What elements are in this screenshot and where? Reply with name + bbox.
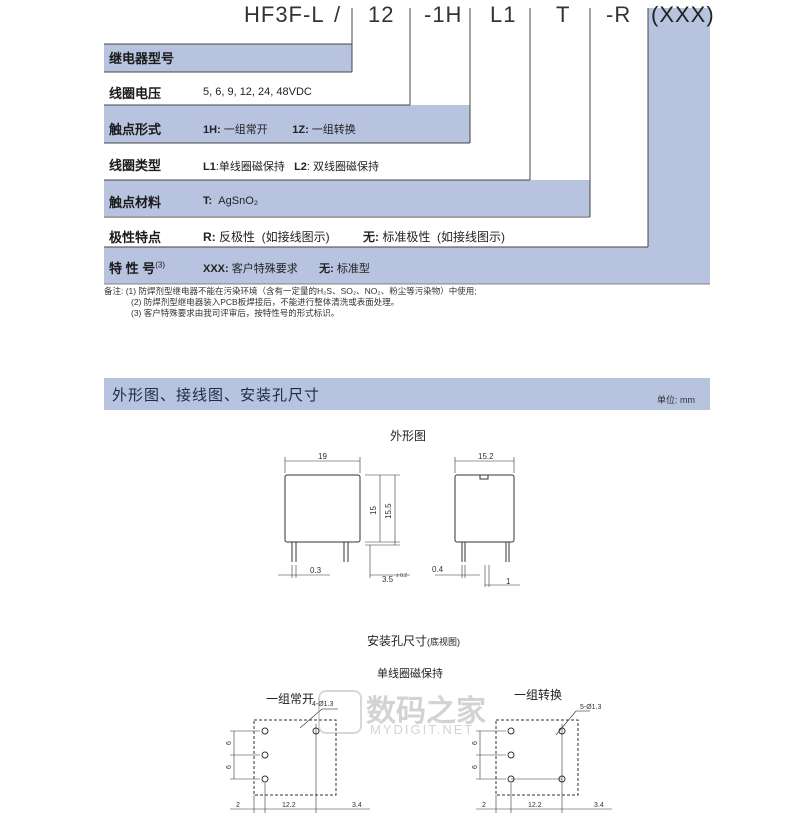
outline-caption: 外形图	[390, 429, 427, 443]
dim-a-122: 12.2	[282, 802, 296, 809]
mounting-caption: 安装孔尺寸(底视图)	[367, 634, 461, 648]
side-body	[454, 474, 515, 543]
code-part-model: HF3F-L	[244, 2, 325, 27]
dim-a-2: 2	[236, 802, 240, 809]
dim-h15: 15	[369, 506, 378, 515]
dim-c-6-bottom: 6	[472, 765, 479, 769]
dim-c-2: 2	[482, 802, 486, 809]
row-value-voltage: 5, 6, 9, 12, 24, 48VDC	[203, 86, 312, 98]
section-bar	[104, 378, 710, 410]
form-a-caption: 一组常开	[266, 692, 315, 706]
dim-pin04: 0.4	[432, 565, 444, 574]
code-part-contact: -1H	[424, 2, 463, 27]
row-value-polarity: R: 反极性 (如接线图示) 无: 标准极性 (如接线图示)	[203, 230, 506, 244]
dim-a-6-bottom: 6	[226, 765, 233, 769]
dim-front-width: 19	[318, 452, 327, 461]
row-label-coil-type: 线圈类型	[109, 158, 162, 173]
note-2: (2) 防焊剂型继电器装入PCB板焊接后，不能进行整体清洗或表面处理。	[131, 297, 400, 307]
dim-a-34: 3.4	[352, 802, 362, 809]
single-coil-caption: 单线圈磁保持	[377, 668, 443, 680]
dim-c-34: 3.4	[594, 802, 604, 809]
dim-pin35: 3.5	[382, 575, 394, 584]
front-body	[284, 474, 361, 543]
code-part-voltage: 12	[368, 2, 395, 27]
code-part-material: T	[556, 2, 571, 27]
watermark-en: MYDIGIT.NET	[370, 722, 475, 737]
dim-h155: 15.5	[384, 503, 393, 519]
outline-drawing: 19 15.2 15 15.5 0.3 3.5 ± 0.2 0.4 1	[278, 452, 520, 587]
ordering-code-diagram	[104, 8, 710, 285]
row-label-special: 特 性 号(3)	[109, 260, 166, 276]
code-part-polarity: -R	[606, 2, 632, 27]
dim-c-6-top: 6	[472, 741, 479, 745]
form-a-outline	[253, 719, 337, 796]
dim-side-width: 15.2	[478, 452, 494, 461]
row-value-special: XXX: 客户特殊要求 无: 标准型	[203, 263, 370, 275]
code-part-slash: /	[334, 2, 342, 27]
dim-c-122: 12.2	[528, 802, 542, 809]
dim-pitch1: 1	[506, 577, 511, 586]
code-part-coil: L1	[490, 2, 517, 27]
holes-a-label: 4-Ø1.3	[312, 701, 334, 708]
row-label-model: 继电器型号	[109, 51, 175, 66]
note-3: (3) 客户特殊要求由我司评审后，按特性号的形式标识。	[131, 308, 340, 318]
row-value-contact-form: 1H: 一组常开 1Z: 一组转换	[203, 124, 356, 136]
section-title: 外形图、接线图、安装孔尺寸	[112, 387, 321, 404]
row-value-material: T: AgSnO₂	[203, 195, 259, 207]
dim-a-6-top: 6	[226, 741, 233, 745]
watermark-cn: 数码之家	[366, 695, 486, 728]
unit-label: 单位: mm	[657, 395, 695, 405]
note-1: 备注: (1) 防焊剂型继电器不能在污染环境（含有一定量的H₂S、SO₂、NO₂…	[104, 286, 477, 296]
watermark-logo-icon	[318, 690, 362, 734]
mounting-drawing: 4-Ø1.3 5-Ø1.3 6 6 2 12.2 3.4 6 6 2 12.2 …	[226, 701, 612, 813]
code-part-special: (XXX)	[651, 2, 715, 27]
row-label-material: 触点材料	[109, 195, 162, 210]
row-label-voltage: 线圈电压	[109, 86, 162, 101]
holes-c-label: 5-Ø1.3	[580, 704, 602, 711]
form-c-outline	[495, 719, 579, 796]
row-label-contact-form: 触点形式	[109, 122, 162, 137]
dim-tol: ± 0.2	[396, 573, 407, 579]
row-label-polarity: 极性特点	[109, 230, 162, 245]
dim-pin03: 0.3	[310, 566, 322, 575]
row-value-coil-type: L1:单线圈磁保持 L2: 双线圈磁保持	[203, 161, 380, 173]
form-c-caption: 一组转换	[514, 688, 563, 702]
